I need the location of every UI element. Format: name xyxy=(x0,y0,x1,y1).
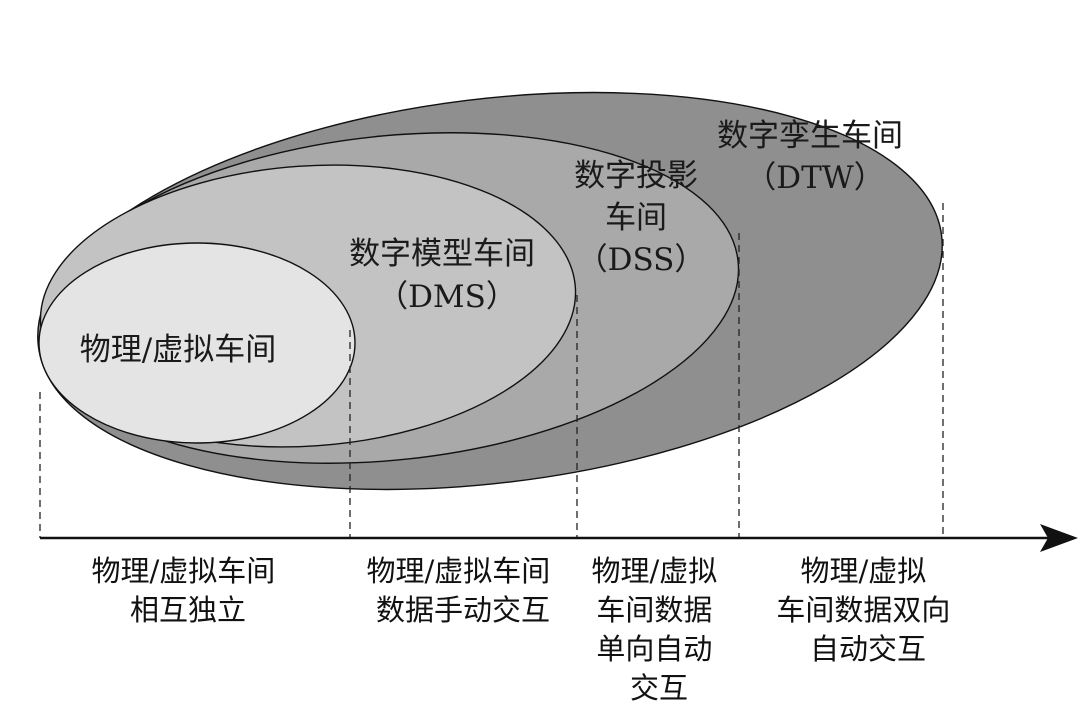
axis-arrow-head xyxy=(1040,524,1078,552)
stage-3-line-1: 物理/虚拟 xyxy=(592,554,718,588)
stage-3-description: 物理/虚拟 车间数据 单向自动 交互 xyxy=(592,554,727,705)
label-physical-virtual-line-1: 物理/虚拟车间 xyxy=(80,332,276,368)
stage-4-line-1: 物理/虚拟 xyxy=(801,554,927,588)
label-dms: 数字模型车间 （DMS） xyxy=(349,236,545,315)
label-physical-virtual: 物理/虚拟车间 xyxy=(80,332,276,368)
stage-3-line-4: 交互 xyxy=(630,671,688,705)
stage-4-description: 物理/虚拟 车间数据双向 自动交互 xyxy=(776,554,959,666)
stage-3-line-2: 车间数据 xyxy=(596,593,712,627)
stage-2-line-1: 物理/虚拟车间 xyxy=(367,554,551,588)
ellipse-physical-virtual xyxy=(38,242,356,444)
label-dss-line-2: 车间 xyxy=(605,200,667,236)
stage-3-line-3: 单向自动 xyxy=(596,632,712,666)
label-dtw-line-1: 数字孪生车间 xyxy=(717,118,903,154)
stage-1-description: 物理/虚拟车间 相互独立 xyxy=(92,554,285,627)
label-dss: 数字投影 车间 （DSS） xyxy=(574,158,708,278)
stage-2-description: 物理/虚拟车间 数据手动交互 xyxy=(367,554,560,627)
stage-4-line-2: 车间数据双向 xyxy=(776,593,950,627)
label-dss-line-1: 数字投影 xyxy=(574,158,698,194)
stage-1-line-2: 相互独立 xyxy=(130,593,246,627)
stage-2-line-2: 数据手动交互 xyxy=(376,593,550,627)
stage-4-line-3: 自动交互 xyxy=(810,632,926,666)
stage-1-line-1: 物理/虚拟车间 xyxy=(92,554,276,588)
dashed-guides xyxy=(39,203,944,538)
label-dms-line-2: （DMS） xyxy=(377,279,517,315)
progress-axis xyxy=(40,524,1078,552)
label-dss-line-3: （DSS） xyxy=(577,242,706,278)
label-dtw-line-2: （DTW） xyxy=(745,160,884,196)
ellipse-group xyxy=(37,91,943,491)
label-dtw: 数字孪生车间 （DTW） xyxy=(717,118,913,196)
label-dms-line-1: 数字模型车间 xyxy=(349,236,535,272)
